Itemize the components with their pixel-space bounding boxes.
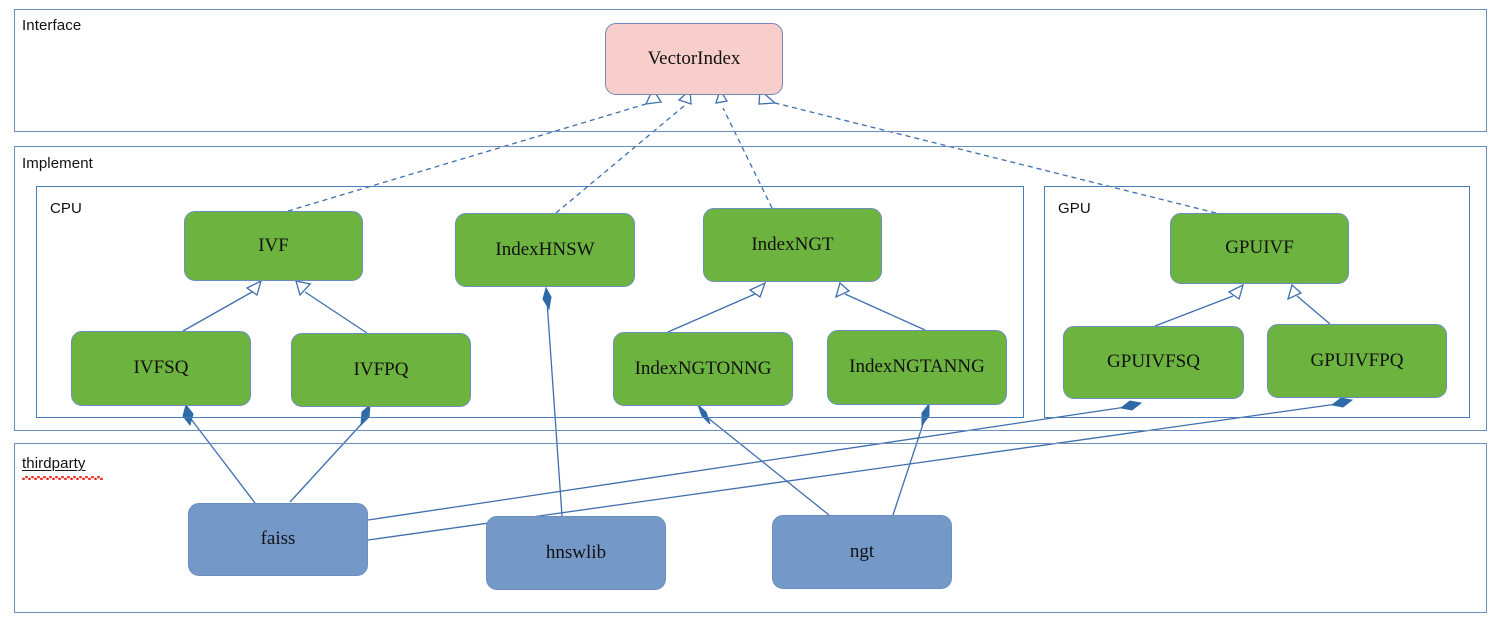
- node-label-indexhnsw: IndexHNSW: [495, 238, 595, 260]
- group-label-cpu: CPU: [50, 200, 82, 217]
- node-gpuivf[interactable]: GPUIVF: [1170, 213, 1349, 284]
- node-hnswlib[interactable]: hnswlib: [486, 516, 666, 590]
- node-label-vectorindex: VectorIndex: [647, 47, 741, 69]
- node-indexngtonng[interactable]: IndexNGTONNG: [613, 332, 793, 406]
- group-cpu: [36, 186, 1024, 418]
- group-implement: [14, 146, 1487, 431]
- node-label-hnswlib: hnswlib: [545, 541, 607, 563]
- group-label-interface: Interface: [22, 17, 82, 34]
- node-label-indexngtanng: IndexNGTANNG: [849, 356, 985, 378]
- group-label-gpu: GPU: [1058, 200, 1091, 217]
- node-indexngtanng[interactable]: IndexNGTANNG: [827, 330, 1007, 405]
- node-gpuivfsq[interactable]: GPUIVFSQ: [1063, 326, 1244, 399]
- group-interface: [14, 9, 1487, 132]
- node-label-ivfsq: IVFSQ: [133, 357, 189, 379]
- node-ivf[interactable]: IVF: [184, 211, 363, 281]
- node-ivfpq[interactable]: IVFPQ: [291, 333, 471, 407]
- node-ngt[interactable]: ngt: [772, 515, 952, 589]
- spellcheck-squiggle-icon: [22, 476, 103, 480]
- node-label-indexngt: IndexNGT: [751, 233, 834, 255]
- node-label-indexngtonng: IndexNGTONNG: [634, 357, 772, 379]
- node-vectorindex[interactable]: VectorIndex: [605, 23, 783, 95]
- node-label-ivf: IVF: [258, 234, 289, 256]
- node-label-ivfpq: IVFPQ: [353, 358, 409, 380]
- group-label-thirdparty: thirdparty: [22, 455, 86, 472]
- node-label-ngt: ngt: [849, 540, 875, 562]
- node-label-gpuivfsq: GPUIVFSQ: [1107, 351, 1200, 373]
- node-label-gpuivfpq: GPUIVFPQ: [1310, 349, 1404, 371]
- node-faiss[interactable]: faiss: [188, 503, 368, 576]
- node-ivfsq[interactable]: IVFSQ: [71, 331, 251, 406]
- node-label-faiss: faiss: [260, 528, 296, 550]
- node-indexngt[interactable]: IndexNGT: [703, 208, 882, 282]
- node-label-gpuivf: GPUIVF: [1225, 237, 1294, 259]
- node-gpuivfpq[interactable]: GPUIVFPQ: [1267, 324, 1447, 398]
- group-label-implement: Implement: [22, 155, 93, 172]
- node-indexhnsw[interactable]: IndexHNSW: [455, 213, 635, 287]
- group-thirdparty: [14, 443, 1487, 613]
- group-gpu: [1044, 186, 1470, 418]
